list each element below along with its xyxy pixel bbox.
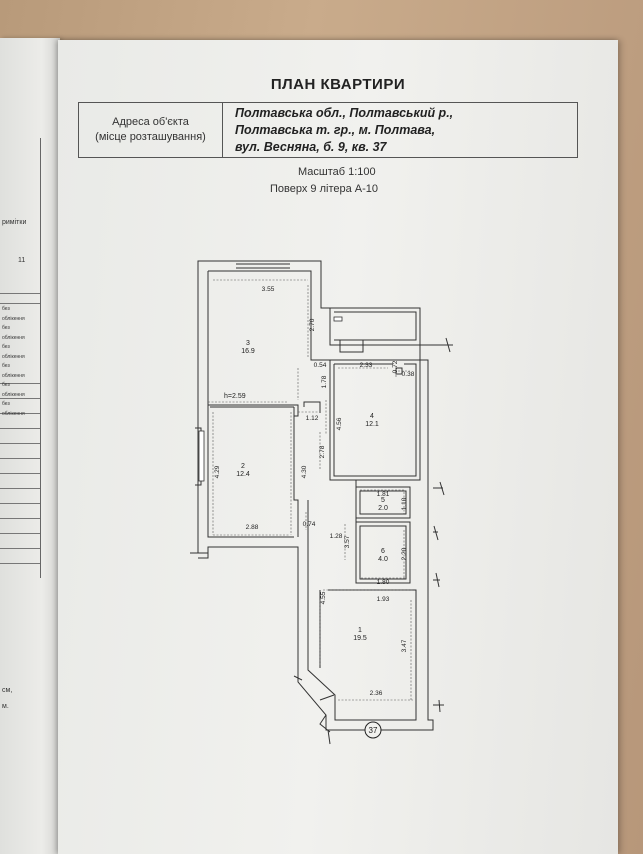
dim-1-78: 1.78 bbox=[321, 375, 328, 388]
document-page: ПЛАН КВАРТИРИ Адреса об'єкта (місце розт… bbox=[58, 40, 618, 854]
room-6-number: 6 bbox=[381, 548, 385, 555]
scale-text: Масштаб 1:100 bbox=[298, 166, 376, 178]
dim-3-57: 3.57 bbox=[344, 535, 351, 548]
dim-1-81: 1.81 bbox=[377, 491, 390, 498]
dim-4-29: 4.29 bbox=[214, 465, 221, 478]
left-row-label: облікення bbox=[2, 391, 25, 398]
dim-0-74: 0.74 bbox=[303, 521, 316, 528]
dim-1-10: 1.10 bbox=[401, 497, 408, 510]
left-row-label: облікення bbox=[2, 353, 25, 360]
left-page: римітки 11 без облікення без облікення без об… bbox=[0, 38, 60, 854]
dim-1-93: 1.93 bbox=[377, 596, 390, 603]
address-label-line2: (місце розташування) bbox=[95, 131, 206, 143]
dim-1-28: 1.28 bbox=[330, 533, 343, 540]
left-row-label: без bbox=[2, 382, 10, 388]
room-6-area: 4.0 bbox=[378, 556, 388, 563]
room-5-area: 2.0 bbox=[378, 505, 388, 512]
address-line1: Полтавська обл., Полтавський р., bbox=[235, 106, 454, 120]
dim-1-80: 1.80 bbox=[377, 579, 390, 586]
left-number: 11 bbox=[18, 257, 26, 264]
left-row-label: облікення bbox=[2, 410, 25, 417]
floor-plan: 3 16.9 2 12.4 4 12.1 5 2.0 6 4.0 1 19.5 … bbox=[190, 260, 453, 745]
address-table: Адреса об'єкта (місце розташування) Полт… bbox=[78, 102, 578, 158]
address-line3: вул. Весняна, б. 9, кв. 37 bbox=[235, 140, 387, 154]
apartment-number: 37 bbox=[369, 726, 378, 735]
dim-1-12: 1.12 bbox=[306, 415, 319, 422]
room-3-area: 16.9 bbox=[241, 348, 255, 355]
dim-0-54: 0.54 bbox=[314, 362, 327, 369]
room-1-number: 1 bbox=[358, 627, 362, 634]
floor-text: Поверх 9 літера А-10 bbox=[270, 183, 379, 195]
dim-2-78: 2.78 bbox=[319, 445, 326, 458]
dim-2-70: 2.70 bbox=[309, 318, 316, 331]
left-row-label: без bbox=[2, 344, 10, 350]
address-value: Полтавська обл., Полтавський р., Полтавс… bbox=[223, 103, 577, 157]
room-4-area: 12.1 bbox=[365, 421, 379, 428]
address-line2: Полтавська т. гр., м. Полтава, bbox=[235, 123, 436, 137]
dim-2-20: 2.20 bbox=[401, 547, 408, 560]
left-row-label: без bbox=[2, 325, 10, 331]
dim-3-47: 3.47 bbox=[401, 639, 408, 652]
dim-2-33: 2.33 bbox=[360, 362, 373, 369]
dim-0-38: 0.38 bbox=[402, 371, 415, 378]
dim-4-55: 4.55 bbox=[320, 591, 327, 604]
left-row-label: без bbox=[2, 401, 10, 407]
room-1-area: 19.5 bbox=[353, 635, 367, 642]
address-label-line1: Адреса об'єкта bbox=[112, 116, 189, 128]
height-label: h=2.59 bbox=[224, 393, 246, 400]
room-5-number: 5 bbox=[381, 497, 385, 504]
room-2-area: 12.4 bbox=[236, 471, 250, 478]
dim-4-56: 4.56 bbox=[336, 417, 343, 430]
left-row-label: облікення bbox=[2, 334, 25, 341]
dim-0-72: 0.72 bbox=[392, 360, 399, 373]
apartment-number-circle bbox=[364, 721, 382, 739]
address-label: Адреса об'єкта (місце розташування) bbox=[79, 103, 223, 157]
dim-2-36: 2.36 bbox=[370, 690, 383, 697]
left-row-label: облікення bbox=[2, 315, 25, 322]
dim-3-55: 3.55 bbox=[262, 286, 275, 293]
dim-4-30: 4.30 bbox=[301, 465, 308, 478]
page-title: ПЛАН КВАРТИРИ bbox=[270, 76, 406, 93]
left-bottom-1: см, bbox=[2, 687, 13, 694]
room-2-number: 2 bbox=[241, 463, 245, 470]
room-4-number: 4 bbox=[370, 413, 374, 420]
left-bottom-2: м. bbox=[2, 703, 9, 710]
room-3-number: 3 bbox=[246, 340, 250, 347]
dim-2-88: 2.88 bbox=[246, 524, 259, 531]
left-row-label: облікення bbox=[2, 372, 25, 379]
left-row-label: без bbox=[2, 306, 10, 312]
left-row-label: без bbox=[2, 363, 10, 369]
inner-wall-line bbox=[207, 271, 294, 538]
left-header: римітки bbox=[2, 219, 27, 226]
left-table bbox=[0, 138, 41, 578]
